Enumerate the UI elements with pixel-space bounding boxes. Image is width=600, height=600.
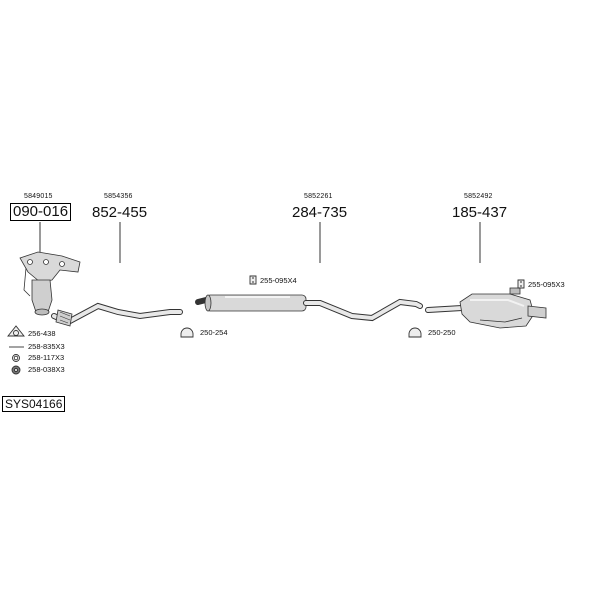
accessory-bracket-rear-label: 255-095X3 xyxy=(528,280,565,289)
accessory-spring-washer-label: 258-117X3 xyxy=(28,353,65,362)
bracket-icon-mid xyxy=(249,275,257,285)
accessory-clamp-mid-label: 250-254 xyxy=(200,328,228,337)
oe-number-rear-silencer: 5852492 xyxy=(464,193,493,200)
gasket-icon xyxy=(7,325,25,337)
clamp-icon-mid xyxy=(180,327,194,338)
clamp-icon-rear xyxy=(408,327,422,338)
accessory-bracket-mid-label: 255-095X4 xyxy=(260,276,297,285)
accessory-nut-label: 258-038X3 xyxy=(28,365,65,374)
nut-hole-icon xyxy=(14,368,18,372)
oe-number-middle-silencer: 5852261 xyxy=(304,193,333,200)
part-number-manifold: 090-016 xyxy=(10,203,72,221)
middle-silencer xyxy=(195,294,423,322)
spring-washer-icon xyxy=(12,354,20,362)
spring-washer-inner-icon xyxy=(13,355,19,361)
accessory-icons xyxy=(7,275,525,375)
rear-silencer xyxy=(425,287,547,329)
system-number: SYS04166 xyxy=(2,396,66,412)
accessory-bolt-label: 258-835X3 xyxy=(28,342,65,351)
part-number-rear-silencer: 185-437 xyxy=(452,204,508,221)
manifold-catalyst xyxy=(19,251,81,316)
gasket-hole-icon xyxy=(13,330,19,336)
leader-lines xyxy=(39,222,481,263)
accessory-gasket-label: 256-438 xyxy=(28,329,56,338)
front-pipe xyxy=(51,302,183,327)
oe-number-front-pipe: 5854356 xyxy=(104,193,133,200)
bracket-icon-rear xyxy=(517,279,525,289)
part-number-front-pipe: 852-455 xyxy=(92,204,148,221)
accessory-clamp-rear-label: 250-250 xyxy=(428,328,456,337)
oe-number-manifold: 5849015 xyxy=(24,193,53,200)
part-number-middle-silencer: 284-735 xyxy=(292,204,348,221)
